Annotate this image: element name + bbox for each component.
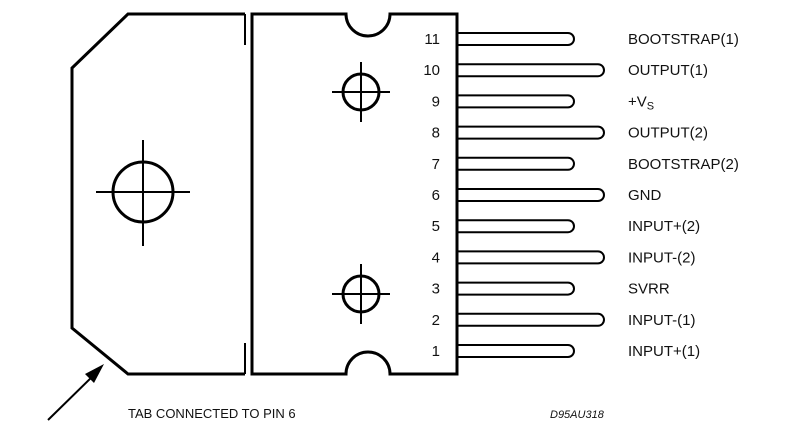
pin-lead-5 (457, 219, 575, 234)
pin-label-3: SVRR (628, 281, 670, 298)
pins-group: 11 BOOTSTRAP(1) 10 OUTPUT(1) 9 +VS 8 OUTPUT(2) 7… (423, 31, 739, 360)
pin-number-11: 11 (424, 31, 440, 48)
pin-label-2: INPUT-(1) (628, 312, 696, 329)
pin-lead-3 (457, 281, 575, 296)
pin-label-8: OUTPUT(2) (628, 125, 708, 142)
pin-number-6: 6 (432, 187, 440, 204)
tab-caption: TAB CONNECTED TO PIN 6 (128, 406, 296, 421)
pin-number-1: 1 (432, 343, 440, 360)
pin-label-4: INPUT-(2) (628, 249, 696, 266)
pin-number-4: 4 (432, 249, 440, 266)
pin-number-10: 10 (423, 62, 440, 79)
drawing-code: D95AU318 (550, 409, 605, 421)
pin-lead-2 (457, 312, 605, 327)
pin-lead-1 (457, 344, 575, 358)
pin-label-9: +VS (628, 93, 654, 112)
pin-lead-8 (457, 125, 605, 140)
pin-number-5: 5 (432, 218, 440, 235)
pin-label-11: BOOTSTRAP(1) (628, 31, 739, 48)
body-crosshair-bottom-icon (332, 264, 390, 324)
heatsink-tab (70, 12, 246, 376)
pin-lead-7 (457, 156, 575, 171)
pin-lead-11 (457, 32, 575, 46)
pin-label-5: INPUT+(2) (628, 218, 700, 235)
pin-lead-9 (457, 94, 575, 109)
pin-lead-10 (457, 63, 605, 78)
pin-label-7: BOOTSTRAP(2) (628, 156, 739, 173)
pin-lead-4 (457, 250, 605, 265)
body-crosshair-top-icon (332, 62, 390, 122)
pin-number-9: 9 (432, 93, 440, 110)
pin-label-1: INPUT+(1) (628, 343, 700, 360)
pin-lead-6 (457, 188, 605, 202)
pin-number-2: 2 (432, 312, 440, 329)
pin-label-10: OUTPUT(1) (628, 62, 708, 79)
arrow-icon (47, 364, 104, 421)
package-body (250, 12, 459, 376)
pin-number-7: 7 (432, 156, 440, 173)
pin-number-8: 8 (432, 125, 440, 142)
pin-number-3: 3 (432, 281, 440, 298)
tab-crosshair-icon (96, 140, 190, 246)
pin-label-6: GND (628, 187, 662, 204)
